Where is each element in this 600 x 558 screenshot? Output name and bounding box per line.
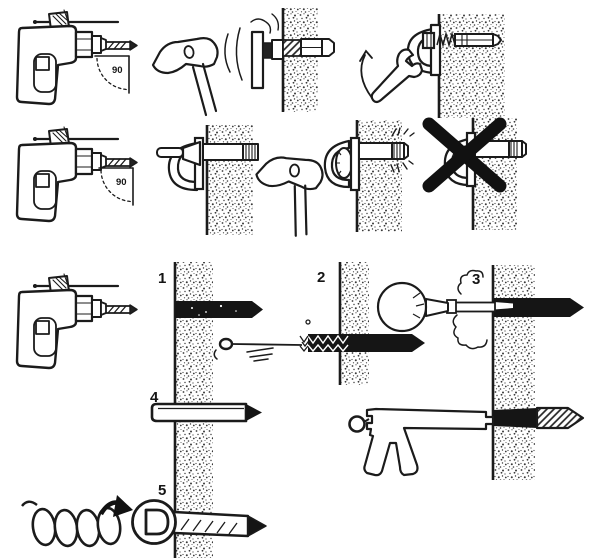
panel-wrong-crossed-out xyxy=(422,117,527,230)
anchor-bolt xyxy=(358,142,409,160)
drill-icon xyxy=(15,125,139,223)
dust-speck xyxy=(305,319,311,325)
eye-screw-icon xyxy=(131,499,267,545)
sleeve-tip xyxy=(246,404,262,421)
drilled-hole xyxy=(308,334,425,352)
step-label-5: 5 xyxy=(158,482,166,499)
rotation-arrow-icon xyxy=(359,49,373,99)
step-label-2: 2 xyxy=(317,269,325,286)
motion-lines xyxy=(213,347,274,362)
wall-texture xyxy=(439,14,505,118)
panel-step3-blow-dust: 3 xyxy=(376,269,584,350)
d-ring-bracket xyxy=(406,23,442,77)
panel-step1-drill-hole: 1 xyxy=(158,270,263,318)
step-label-4: 4 xyxy=(150,389,159,406)
panel-step4-insert-sleeve: 4 xyxy=(150,389,262,423)
right-angle-indicator: 90 xyxy=(94,55,130,94)
bracket-plate xyxy=(349,136,361,192)
wall-texture xyxy=(357,120,402,232)
blower-bulb-icon xyxy=(376,281,496,333)
anchor-bolt xyxy=(250,30,335,90)
collar-shading xyxy=(336,150,342,176)
step-label-1: 1 xyxy=(158,270,166,287)
anchor-nut-bolt xyxy=(421,31,502,50)
panel-inject-resin xyxy=(348,406,585,477)
cross-out-mark xyxy=(422,117,507,193)
panel-hammer-anchor xyxy=(151,8,335,117)
hammer-icon xyxy=(151,36,219,117)
drilled-hole xyxy=(175,301,263,318)
impact-spark-lines xyxy=(390,127,415,173)
panel-hook-anchor-hammer xyxy=(243,120,415,240)
resin-plug xyxy=(535,406,585,430)
hole-with-resin xyxy=(493,408,537,428)
wall-texture xyxy=(283,8,318,112)
tube-in-hole xyxy=(494,302,513,310)
hole-speckles xyxy=(191,304,237,316)
wall-texture xyxy=(340,262,369,385)
panel-step5-screw-eye: 5 xyxy=(21,482,267,548)
wrench-icon xyxy=(370,48,424,104)
panel-drill-perpendicular-1: 90 xyxy=(15,8,139,106)
wall-texture xyxy=(493,265,535,480)
impact-motion-lines xyxy=(224,13,280,81)
anchor-bolt xyxy=(474,140,527,158)
gun-ring-handle xyxy=(348,415,366,433)
caulk-gun-icon xyxy=(363,407,495,477)
anchor-bolt xyxy=(156,140,259,167)
panel-hook-anchor-insert xyxy=(156,125,259,235)
angle-label-row2: 90 xyxy=(116,177,127,188)
screw-arrow-icon xyxy=(99,495,133,517)
step-label-3: 3 xyxy=(472,271,480,288)
right-angle-indicator: 90 xyxy=(98,167,134,206)
dust-puff xyxy=(452,269,488,350)
coil-spiral-icon xyxy=(21,500,122,548)
brush-icon xyxy=(218,334,349,353)
drill-icon xyxy=(15,8,139,106)
angle-label-row1: 90 xyxy=(112,65,123,76)
panel-step2-brush-clean: 2 xyxy=(213,262,425,385)
d-ring-bracket xyxy=(323,139,351,189)
hammer-icon xyxy=(243,147,327,240)
panel-drill-perpendicular-2: 90 xyxy=(15,125,139,223)
panel-wrench-tighten xyxy=(359,14,505,118)
drilled-hole xyxy=(494,298,584,317)
drill-icon xyxy=(15,272,139,370)
ring-connector xyxy=(363,418,370,423)
anchor-sleeve xyxy=(150,402,248,423)
wall-texture xyxy=(207,125,253,235)
